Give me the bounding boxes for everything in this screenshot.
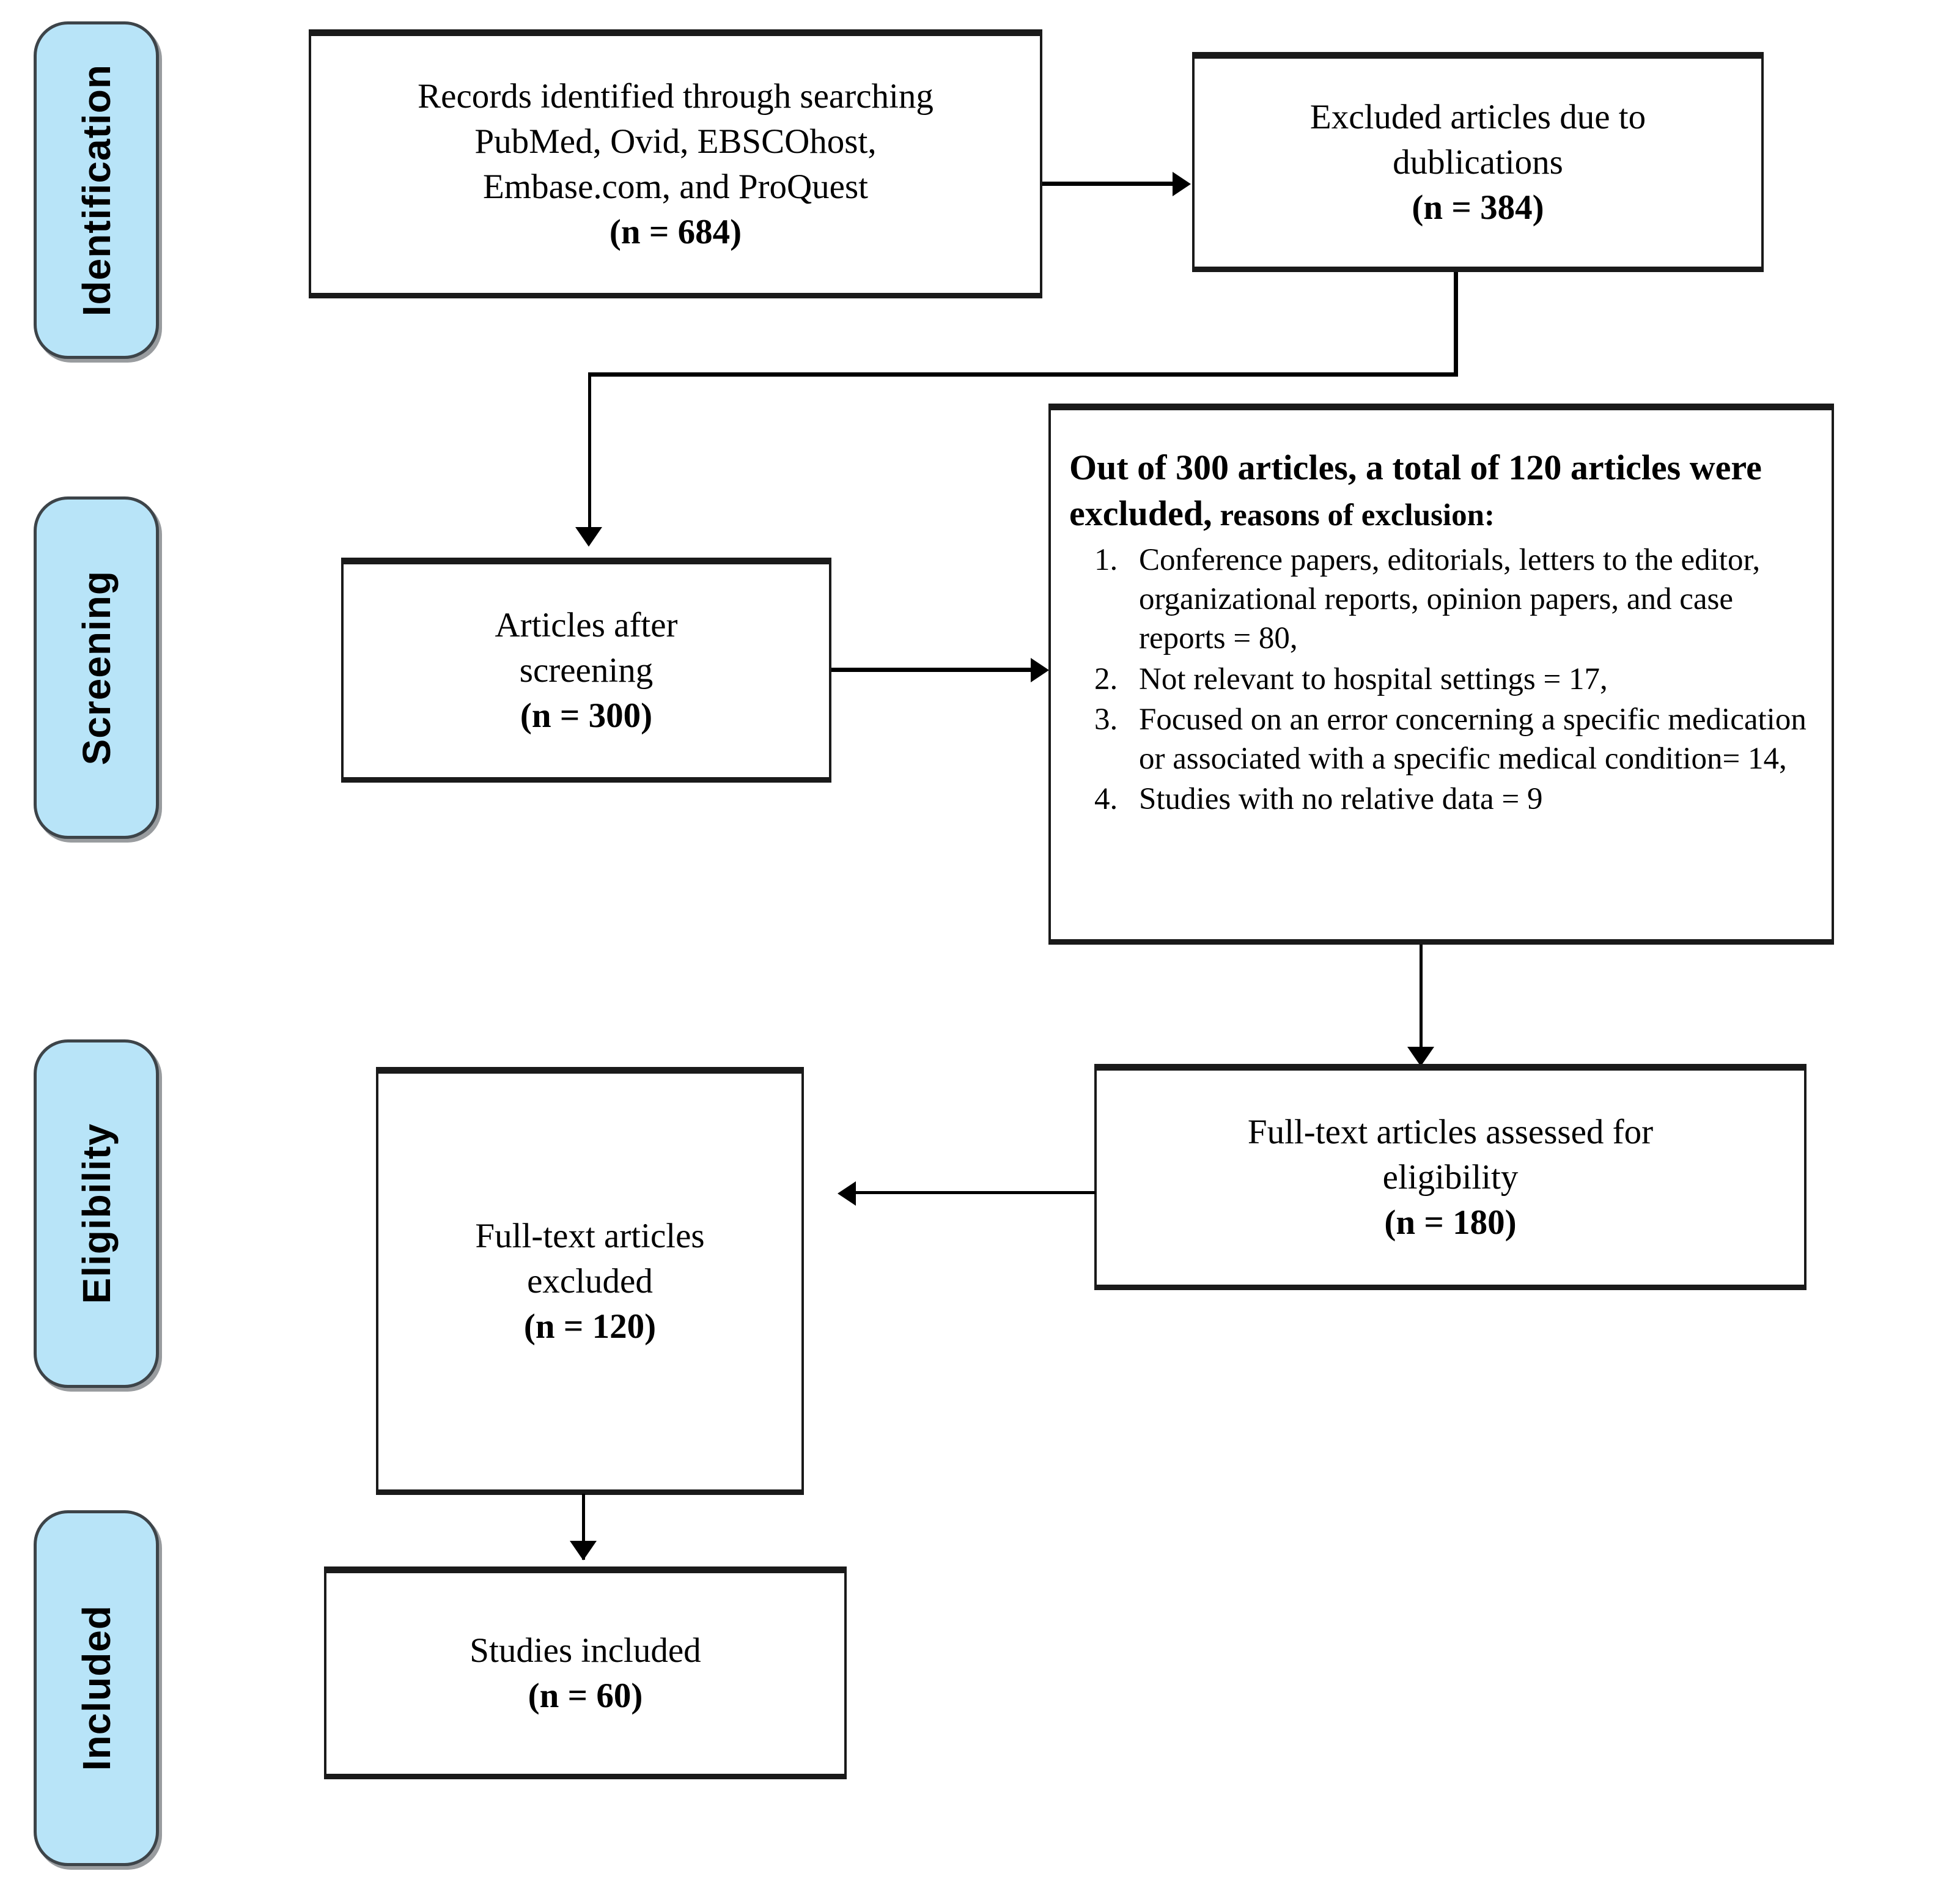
duplicates-line-1: Excluded articles due to [1309,97,1646,136]
duplicates-line-2: dublications [1393,142,1563,182]
connector-duplicates-elbow-into-screening [588,372,591,530]
box-studies-included: Studies included (n = 60) [324,1566,847,1779]
arrowhead-records-to-duplicates [1173,172,1191,196]
arrowhead-reasons-to-assessed [1407,1047,1434,1066]
stage-pill-screening: Screening [34,496,159,839]
stage-pill-identification: Identification [34,21,159,359]
included-line-1: Studies included [470,1631,701,1670]
duplicates-count: (n = 384) [1412,188,1544,227]
connector-duplicates-elbow-down [1454,272,1458,376]
assessed-line-1: Full-text articles assessed for [1247,1112,1654,1151]
screening-line-2: screening [519,651,654,690]
exclusion-reason-item: Studies with no relative data = 9 [1125,780,1816,819]
exclusion-reason-item: Not relevant to hospital settings = 17, [1125,660,1816,699]
stage-pill-eligibility: Eligibility [34,1039,159,1388]
box-fulltext-excluded: Full-text articles excluded (n = 120) [376,1067,804,1495]
excluded-count: (n = 120) [523,1307,657,1346]
exclusion-reason-item: Conference papers, editorials, letters t… [1125,541,1816,659]
excluded-line-2: excluded [527,1261,653,1301]
exclusion-heading-part-1: Out of 300 articles, a total of 120 arti… [1069,448,1681,487]
arrowhead-excluded-to-included [570,1541,597,1560]
box-fulltext-assessed: Full-text articles assessed for eligibil… [1094,1064,1807,1290]
assessed-count: (n = 180) [1384,1203,1517,1242]
assessed-line-2: eligibility [1382,1157,1519,1197]
arrowhead-assessed-to-excluded [838,1181,856,1206]
box-studies-included-text: Studies included (n = 60) [461,1628,709,1719]
exclusion-reason-item: Focused on an error concerning a specifi… [1125,700,1816,779]
stage-label-screening: Screening [74,570,119,766]
connector-screening-to-reasons [831,668,1033,672]
box-excluded-duplicates: Excluded articles due to dublications (n… [1192,52,1764,272]
exclusion-reasons-heading: Out of 300 articles, a total of 120 arti… [1069,445,1816,537]
box-fulltext-excluded-text: Full-text articles excluded (n = 120) [466,1214,713,1349]
excluded-line-1: Full-text articles [475,1216,705,1255]
box-excluded-duplicates-text: Excluded articles due to dublications (n… [1302,95,1654,231]
stage-label-eligibility: Eligibility [74,1123,119,1304]
records-count: (n = 684) [609,213,742,252]
stage-label-identification: Identification [74,64,119,317]
box-articles-after-screening: Articles after screening (n = 300) [341,558,831,783]
records-line-3: Embase.com, and ProQuest [482,168,869,206]
connector-excluded-to-included [582,1494,585,1560]
records-line-1: Records identified through searching [418,76,934,116]
connector-reasons-to-assessed [1420,945,1423,1067]
box-exclusion-reasons-content: Out of 300 articles, a total of 120 arti… [1051,410,1832,827]
exclusion-heading-part-3: reasons of exclusion: [1212,498,1495,533]
stage-pill-included: Included [34,1510,159,1866]
connector-duplicates-elbow-across [588,372,1458,377]
included-count: (n = 60) [528,1677,643,1715]
connector-records-to-duplicates [1042,182,1174,186]
arrowhead-screening-to-reasons [1031,658,1049,682]
box-records-identified: Records identified through searching Pub… [309,29,1042,298]
arrowhead-into-screening [575,527,602,547]
records-line-2: PubMed, Ovid, EBSCOhost, [474,122,877,161]
box-exclusion-reasons: Out of 300 articles, a total of 120 arti… [1048,404,1834,945]
screening-line-1: Articles after [495,605,678,644]
box-fulltext-assessed-text: Full-text articles assessed for eligibil… [1239,1110,1662,1245]
exclusion-heading-part-2: were excluded, [1069,448,1762,534]
stage-label-included: Included [74,1605,119,1771]
exclusion-reasons-list: Conference papers, editorials, letters t… [1069,541,1816,819]
box-articles-after-screening-text: Articles after screening (n = 300) [486,603,686,739]
connector-assessed-to-excluded [856,1191,1096,1194]
box-records-identified-text: Records identified through searching Pub… [409,74,942,255]
screening-count: (n = 300) [520,696,653,736]
